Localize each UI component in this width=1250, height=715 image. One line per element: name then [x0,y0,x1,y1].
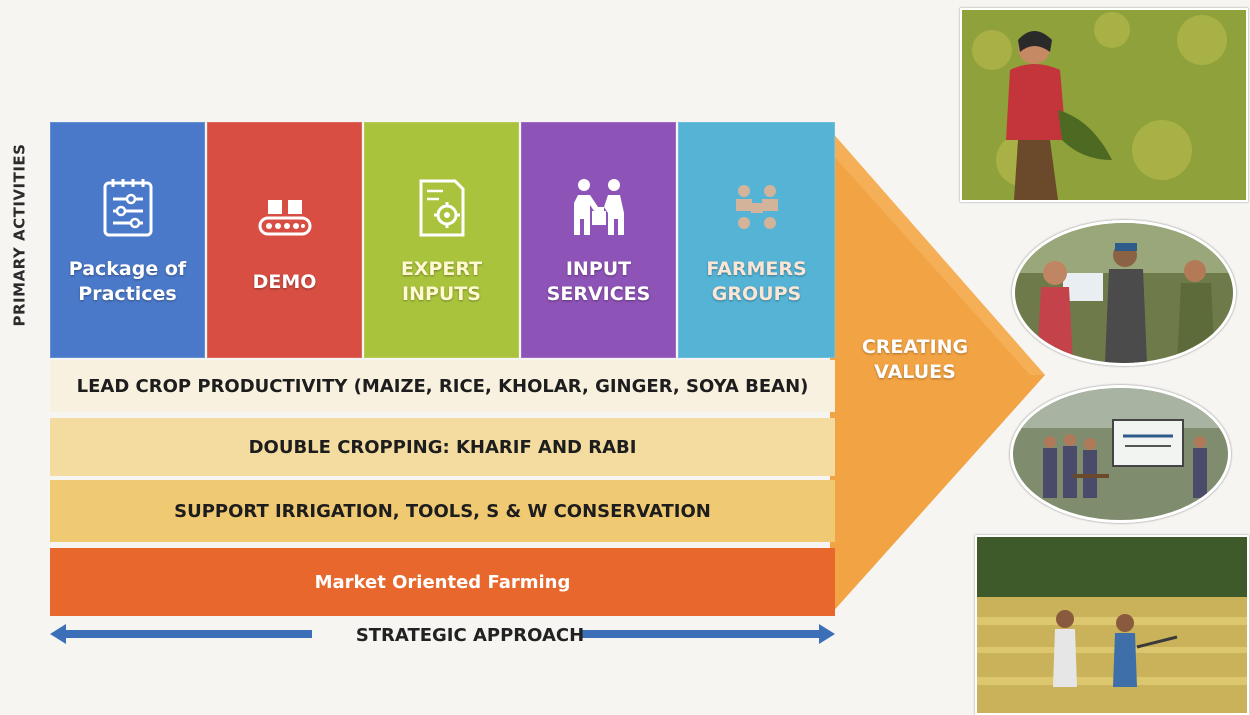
activity-label: Package of Practices [68,258,187,305]
activity-label: DEMO [252,270,317,293]
activity-package-of-practices: Package of Practices [50,122,205,358]
activity-label: EXPERT INPUTS [400,258,483,305]
band-lead-crop-productivity: LEAD CROP PRODUCTIVITY (MAIZE, RICE, KHO… [50,360,835,412]
checklist-icon [103,179,152,237]
creating-values-label: CREATING VALUES [861,336,969,383]
gear-document-icon [419,179,464,237]
band-support-irrigation: SUPPORT IRRIGATION, TOOLS, S & W CONSERV… [50,480,835,542]
woman-in-field-photo [960,8,1248,202]
strategic-approach-label: STRATEGIC APPROACH [355,625,585,646]
activity-input-services: INPUT SERVICES [521,122,676,358]
activity-farmers-groups: FARMERS GROUPS [678,122,835,358]
farmers-group-photo [1012,220,1236,366]
activity-label: INPUT SERVICES [546,258,651,305]
activity-demo: DEMO [207,122,362,358]
double-arrow-icon [50,624,835,644]
group-icon [735,185,778,229]
community-signboard-photo [1010,385,1231,523]
activity-expert-inputs: EXPERT INPUTS [364,122,519,358]
conveyor-icon [258,199,311,235]
strategic-approach-arrow: STRATEGIC APPROACH [50,620,840,650]
activity-label: FARMERS GROUPS [706,258,807,305]
primary-activities-label: PRIMARY ACTIVITIES [10,143,28,327]
farmers-harvest-photo [975,535,1249,715]
handover-icon [573,179,624,235]
band-market-oriented-farming: Market Oriented Farming [50,548,835,616]
band-double-cropping: DOUBLE CROPPING: KHARIF AND RABI [50,418,835,476]
